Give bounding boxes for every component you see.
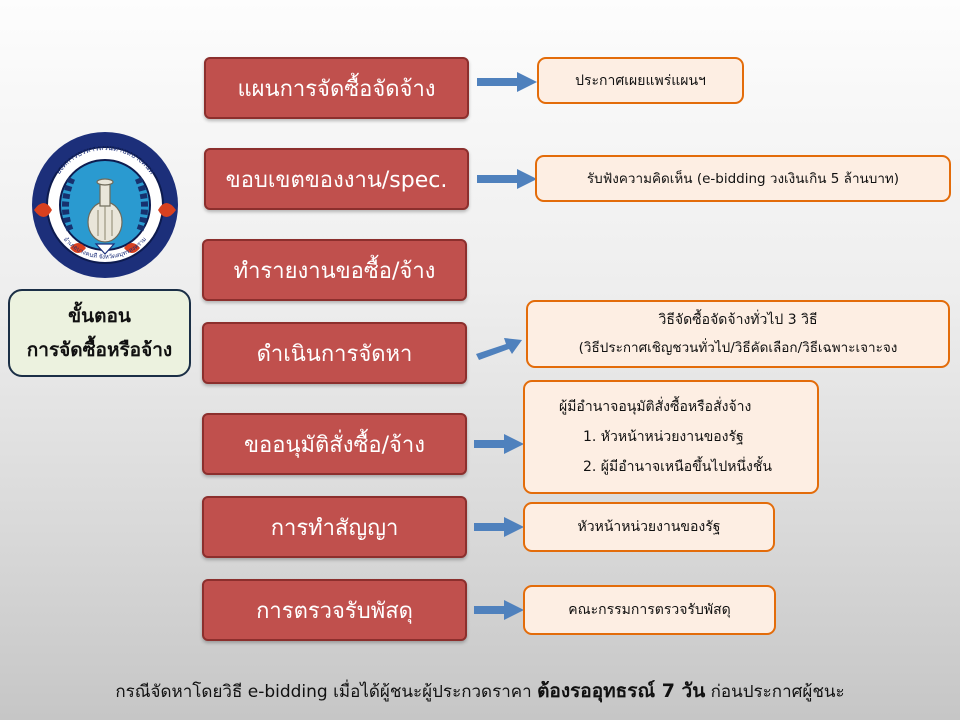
step-label: ขออนุมัติสั่งซื้อ/จ้าง bbox=[243, 432, 425, 458]
footer-emphasis: ต้องรออุทธรณ์ 7 วัน bbox=[537, 680, 706, 702]
steps-title-line1: ขั้นตอน bbox=[68, 305, 131, 327]
step-box-procure[interactable]: ดำเนินการจัดหา bbox=[202, 322, 467, 384]
arrow-right-icon bbox=[474, 600, 524, 620]
footer-suffix: ก่อนประกาศผู้ชนะ bbox=[710, 682, 845, 702]
arrow-right-icon bbox=[477, 72, 537, 92]
step-box-plan[interactable]: แผนการจัดซื้อจัดจ้าง bbox=[204, 57, 469, 119]
note-line: 1. หัวหน้าหน่วยงานของรัฐ bbox=[583, 429, 744, 445]
step-box-inspection[interactable]: การตรวจรับพัสดุ bbox=[202, 579, 467, 641]
arrow-up-right-icon bbox=[476, 338, 522, 360]
step-box-contract[interactable]: การทำสัญญา bbox=[202, 496, 467, 558]
note-public-hearing: รับฟังความคิดเห็น (e-bidding วงเงินเกิน … bbox=[535, 155, 951, 202]
footer-prefix: กรณีจัดหาโดยวิธี e-bidding เมื่อได้ผู้ชน… bbox=[115, 682, 532, 702]
step-label: การทำสัญญา bbox=[270, 515, 399, 541]
step-label: ทำรายงานขอซื้อ/จ้าง bbox=[233, 258, 436, 284]
note-line: วิธีจัดซื้อจัดจ้างทั่วไป 3 วิธี bbox=[658, 312, 818, 328]
steps-title-line2: การจัดซื้อหรือจ้าง bbox=[26, 339, 173, 361]
note-line: หัวหน้าหน่วยงานของรัฐ bbox=[577, 519, 721, 535]
note-inspection-committee: คณะกรรมการตรวจรับพัสดุ bbox=[523, 585, 776, 635]
footer-note: กรณีจัดหาโดยวิธี e-bidding เมื่อได้ผู้ชน… bbox=[0, 676, 960, 706]
note-line: ประกาศเผยแพร่แผนฯ bbox=[575, 72, 706, 89]
step-box-request[interactable]: ทำรายงานขอซื้อ/จ้าง bbox=[202, 239, 467, 301]
step-label: การตรวจรับพัสดุ bbox=[256, 598, 413, 624]
note-procurement-methods: วิธีจัดซื้อจัดจ้างทั่วไป 3 วิธี (วิธีประ… bbox=[526, 300, 950, 368]
step-label: แผนการจัดซื้อจัดจ้าง bbox=[237, 76, 436, 102]
steps-title-box: ขั้นตอน การจัดซื้อหรือจ้าง bbox=[8, 289, 191, 377]
step-label: ดำเนินการจัดหา bbox=[256, 341, 413, 367]
note-contract-signer: หัวหน้าหน่วยงานของรัฐ bbox=[523, 502, 775, 552]
note-line: คณะกรรมการตรวจรับพัสดุ bbox=[568, 602, 731, 618]
municipal-seal-icon: องค์การบริหารส่วนตำบลบางคนที อำเภอบางคนท… bbox=[32, 132, 178, 278]
arrow-right-icon bbox=[474, 517, 524, 537]
step-label: ขอบเขตของงาน/spec. bbox=[225, 167, 448, 193]
step-box-approve[interactable]: ขออนุมัติสั่งซื้อ/จ้าง bbox=[202, 413, 467, 475]
note-line: รับฟังความคิดเห็น (e-bidding วงเงินเกิน … bbox=[586, 170, 900, 187]
arrow-right-icon bbox=[474, 434, 524, 454]
step-box-scope[interactable]: ขอบเขตของงาน/spec. bbox=[204, 148, 469, 210]
arrow-right-icon bbox=[477, 169, 537, 189]
note-line: (วิธีประกาศเชิญชวนทั่วไป/วิธีคัดเลือก/วิ… bbox=[578, 340, 898, 356]
note-approver: ผู้มีอำนาจอนุมัติสั่งซื้อหรือสั่งจ้าง 1.… bbox=[523, 380, 819, 494]
note-publish-plan: ประกาศเผยแพร่แผนฯ bbox=[537, 57, 744, 104]
note-line: 2. ผู้มีอำนาจเหนือขึ้นไปหนึ่งชั้น bbox=[583, 459, 772, 475]
note-line: ผู้มีอำนาจอนุมัติสั่งซื้อหรือสั่งจ้าง bbox=[559, 399, 752, 415]
